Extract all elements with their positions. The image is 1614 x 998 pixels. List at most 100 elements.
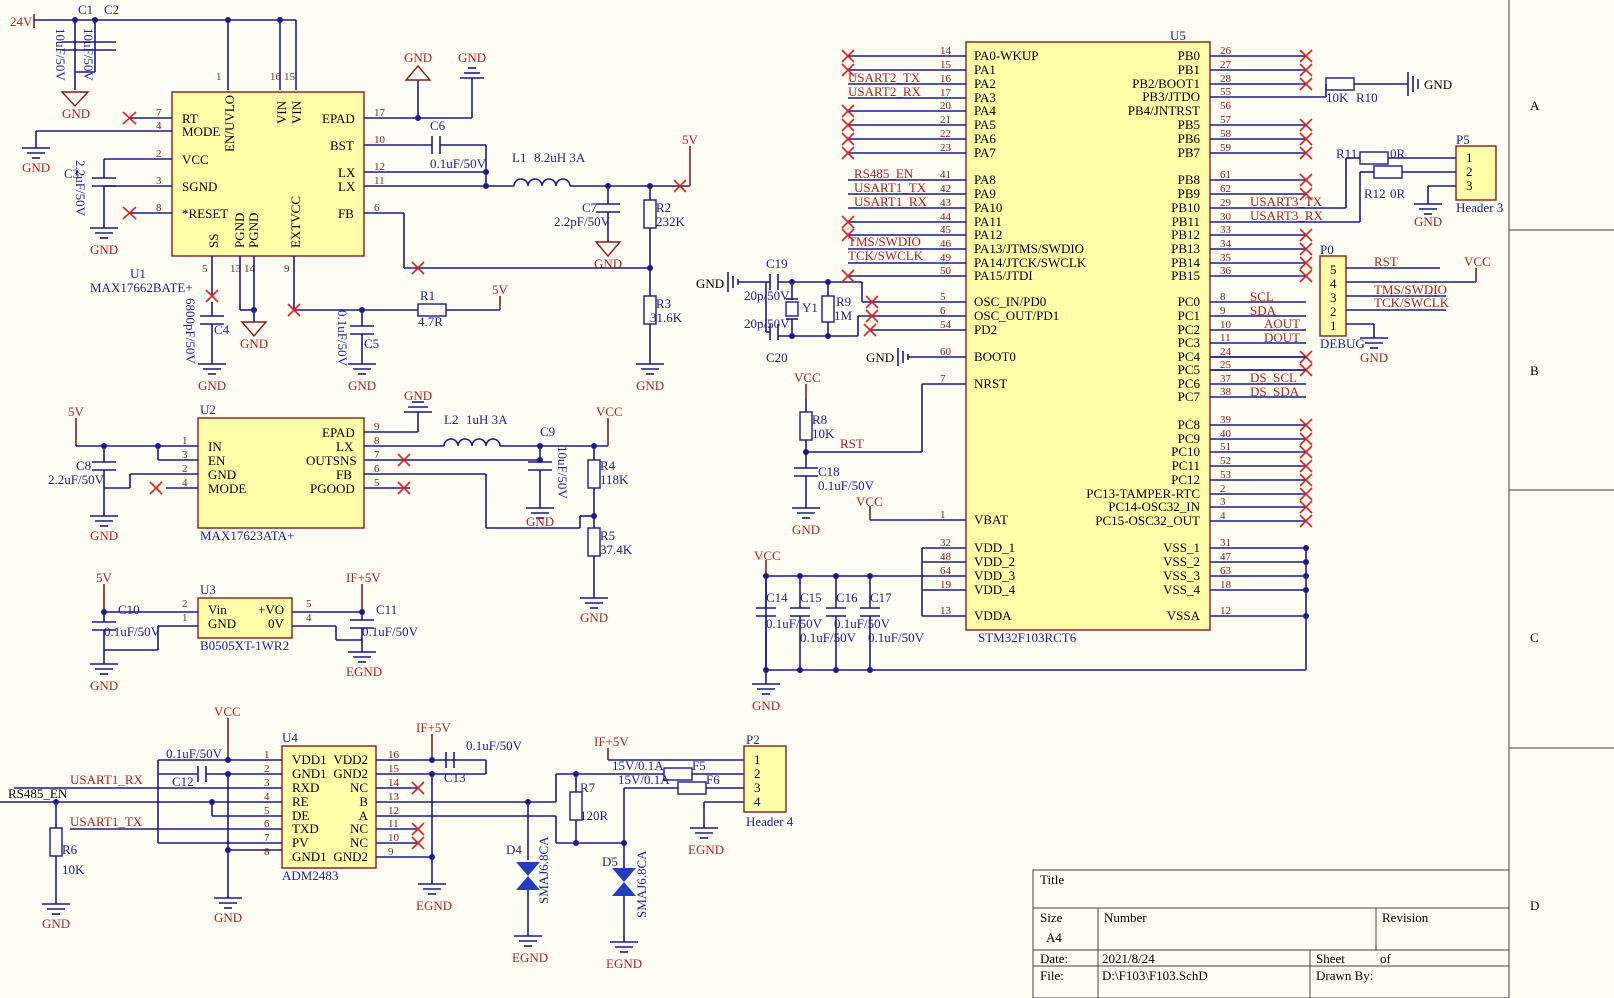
svg-text:2: 2 bbox=[182, 463, 188, 475]
u5-pinnum-right-20: 24 bbox=[1220, 346, 1232, 358]
u4-pinnum-right-0: 16 bbox=[388, 749, 400, 761]
u1-pin-sgnd: SGND bbox=[182, 179, 217, 194]
u5-pin-right-14: PB14 bbox=[1171, 255, 1200, 270]
gnd-vdd: GND bbox=[752, 698, 780, 713]
svg-text:9: 9 bbox=[284, 263, 290, 275]
u5-pin-left-15: PA15/JTDI bbox=[974, 268, 1033, 283]
c17-value: 0.1uF/50V bbox=[868, 630, 925, 645]
net-24v: 24V bbox=[10, 14, 33, 29]
r12-value: 0R bbox=[1390, 186, 1406, 201]
drawn-label: Drawn By: bbox=[1316, 968, 1373, 983]
u5-pinnum-right-17: 9 bbox=[1220, 305, 1226, 317]
u2-pin-in: IN bbox=[208, 439, 222, 454]
u5-pinnum-left-7: 23 bbox=[940, 142, 952, 154]
net-usart3-tx: USART3_TX bbox=[1250, 194, 1323, 209]
size-label: Size bbox=[1040, 910, 1063, 925]
u5-pinnum-right-13: 34 bbox=[1220, 238, 1232, 250]
svg-text:6: 6 bbox=[374, 202, 380, 214]
net-scl: SCL bbox=[1250, 289, 1274, 304]
c12-ref: C12 bbox=[172, 774, 194, 789]
d5-ref: D5 bbox=[602, 854, 618, 869]
u5-pinnum-left-25: 19 bbox=[940, 579, 952, 591]
u5-pin-right-31: PC15-OSC32_OUT bbox=[1095, 513, 1200, 528]
c14-ref: C14 bbox=[766, 590, 788, 605]
u5-pin-left-12: PA12 bbox=[974, 227, 1002, 242]
u1-block: 24V C1 C2 10uF/50V 10uF/50V GND GND GND bbox=[10, 2, 699, 393]
net-5v-r1: 5V bbox=[492, 282, 509, 297]
c7-ref: C7 bbox=[582, 200, 598, 215]
r5-ref: R5 bbox=[600, 528, 615, 543]
egnd-u4: EGND bbox=[416, 898, 452, 913]
c3-ref: C3 bbox=[64, 166, 79, 181]
u5-pinnum-right-7: 59 bbox=[1220, 142, 1232, 154]
net-usart1-rx-u4: USART1_RX bbox=[70, 772, 144, 787]
gnd-c9: GND bbox=[526, 514, 554, 529]
u5-pinnum-left-24: 64 bbox=[940, 565, 952, 577]
u5-pinnum-left-9: 42 bbox=[940, 183, 951, 195]
c20-ref: C20 bbox=[766, 350, 788, 365]
u5-pin-right-35: VSS_4 bbox=[1163, 582, 1200, 597]
r8-value: 10K bbox=[812, 426, 835, 441]
u3-pin-vin: Vin bbox=[208, 602, 227, 617]
c2-value: 10uF/50V bbox=[81, 28, 96, 81]
svg-text:17: 17 bbox=[374, 107, 386, 119]
u5-pinnum-right-8: 61 bbox=[1220, 169, 1231, 181]
gnd-c1: GND bbox=[62, 106, 90, 121]
u1-pin-vin1: VIN bbox=[274, 100, 289, 124]
size-value: A4 bbox=[1046, 930, 1062, 945]
u5-pin-right-25: PC9 bbox=[1178, 431, 1200, 446]
svg-text:4: 4 bbox=[306, 612, 312, 624]
u5-pin-left-11: PA11 bbox=[974, 214, 1002, 229]
p5-ref: P5 bbox=[1456, 132, 1470, 147]
u5-pin-right-2: PB2/BOOT1 bbox=[1132, 76, 1200, 91]
c8-value: 2.2uF/50V bbox=[48, 472, 105, 487]
u1-pin-lx1: LX bbox=[338, 165, 356, 180]
u5-pinnum-right-0: 26 bbox=[1220, 45, 1232, 57]
c13-value: 0.1uF/50V bbox=[466, 738, 523, 753]
u5-pinnum-right-35: 18 bbox=[1220, 579, 1232, 591]
u4-pin-right-2: NC bbox=[350, 780, 368, 795]
d4-ref: D4 bbox=[506, 842, 522, 857]
svg-text:8: 8 bbox=[374, 435, 380, 447]
u5-pinnum-left-26: 13 bbox=[940, 605, 952, 617]
file-value: D:\F103\F103.SchD bbox=[1102, 968, 1208, 983]
u5-pinnum-left-23: 48 bbox=[940, 551, 952, 563]
svg-text:15: 15 bbox=[284, 71, 296, 83]
u4-pin-right-4: A bbox=[359, 808, 369, 823]
u2-ref: U2 bbox=[200, 402, 216, 417]
egnd-p2: EGND bbox=[688, 842, 724, 857]
u5-pinnum-left-19: 60 bbox=[940, 346, 952, 358]
u1-pin-pgnd2: PGND bbox=[246, 213, 261, 248]
c3-value: 2.2uF/50V bbox=[73, 160, 88, 217]
u4-pinnum-left-4: 5 bbox=[264, 805, 270, 817]
u4-pin-left-2: RXD bbox=[292, 780, 319, 795]
l2-value: 1uH 3A bbox=[466, 412, 508, 427]
u5-pin-left-16: OSC_IN/PD0 bbox=[974, 294, 1046, 309]
u1-pin-pgnd1: PGND bbox=[232, 213, 247, 248]
u5-pin-right-28: PC12 bbox=[1171, 472, 1200, 487]
u2-part: MAX17623ATA+ bbox=[200, 528, 294, 543]
net-ds-sda: DS_SDA bbox=[1250, 384, 1300, 399]
u3-pin-0v: 0V bbox=[268, 616, 285, 631]
u2-block: U2 MAX17623ATA+ 5V GND C8 2.2uF/50V IN E… bbox=[48, 388, 633, 625]
net-if5v-u3: IF+5V bbox=[346, 570, 381, 585]
gnd-c18: GND bbox=[792, 522, 820, 537]
svg-text:3: 3 bbox=[156, 175, 162, 187]
u5-pinnum-left-15: 50 bbox=[940, 265, 952, 277]
net-usart1-tx: USART1_TX bbox=[854, 180, 927, 195]
c8-ref: C8 bbox=[76, 458, 91, 473]
u1-pin-extvcc: EXTVCC bbox=[288, 196, 303, 248]
r1-value: 4.7R bbox=[418, 314, 443, 329]
u5-pinnum-left-4: 20 bbox=[940, 100, 952, 112]
svg-text:2: 2 bbox=[182, 598, 188, 610]
u5-pin-left-22: VDD_1 bbox=[974, 540, 1015, 555]
c10-value: 0.1uF/50V bbox=[104, 624, 161, 639]
p0-ref: P0 bbox=[1320, 242, 1334, 257]
l1-ref: L1 bbox=[512, 150, 526, 165]
u4-pin-left-5: TXD bbox=[292, 821, 319, 836]
net-sda: SDA bbox=[1250, 303, 1277, 318]
r4-ref: R4 bbox=[600, 458, 616, 473]
u5-pinnum-right-4: 56 bbox=[1220, 100, 1232, 112]
gnd-c4: GND bbox=[198, 378, 226, 393]
